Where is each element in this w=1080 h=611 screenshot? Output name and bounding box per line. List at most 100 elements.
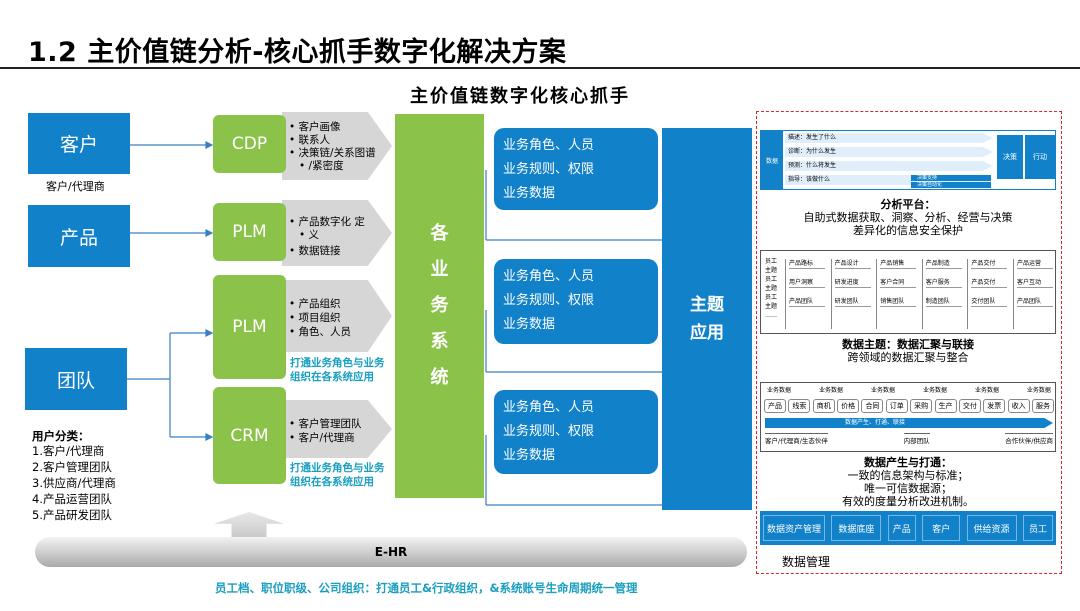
theme-grid-cell: 产品路标 [789, 259, 825, 269]
theme-grid-cell: 客户互动 [1016, 278, 1053, 288]
role-box: 业务角色、人员 业务规则、权限 业务数据 [494, 128, 658, 210]
list-item: 1.客户/代理商 [32, 444, 105, 458]
theme-grid-side: 员工 主题 员工 主题 员工 主题 …… [765, 258, 778, 319]
business-systems-box: 各 业 务 系 统 [395, 114, 484, 498]
flow-pill: 服务 [1031, 399, 1054, 413]
list-item: 3.供应商/代理商 [32, 476, 116, 490]
flow-top-label: 业务数据 [922, 387, 947, 394]
analysis-line: 差异化的信息安全保护 [853, 224, 963, 237]
footer-note: 员工档、职位职级、公司组织：打通员工&行政组织，&系统账号生命周期统一管理 [215, 581, 638, 595]
page-title: 1.2 主价值链分析-核心抓手数字化解决方案 [28, 37, 567, 68]
flow-bottom-label: 客户/代理商/生态伙伴 [765, 433, 828, 445]
role-box: 业务角色、人员 业务规则、权限 业务数据 [494, 390, 658, 474]
user-class-title: 用户分类： [32, 429, 90, 443]
theme-grid: 员工 主题 员工 主题 员工 主题 …… 产品路标用户洞察产品团队产品设计研发进… [760, 250, 1056, 334]
action-box: 行动 [1025, 135, 1055, 179]
theme-grid-cell: 产品团队 [1016, 297, 1053, 307]
plm2-box: PLM [213, 275, 286, 379]
customer-caption: 客户/代理商 [46, 180, 105, 193]
bullet-item: 客户/代理商 [289, 431, 362, 445]
dm-item: 客户 [922, 515, 961, 541]
theme-grid-cell: 产品设计 [834, 259, 871, 269]
title-divider [0, 67, 1080, 69]
theme-grid-cell: 销售团队 [880, 297, 917, 307]
flow-top-label: 业务数据 [767, 387, 792, 394]
flow-pill: 线索 [788, 399, 811, 413]
flow-top-label: 业务数据 [974, 387, 999, 394]
theme-grid-cell: 用户洞察 [789, 278, 825, 288]
theme-grid-cell: 产品交付 [971, 278, 1008, 288]
theme-grid-column: 产品运营客户互动产品团队 [1012, 259, 1053, 329]
flow-arrow: 数据产生、打通、联接 [765, 418, 1053, 428]
flow-pill: 合同 [861, 399, 884, 413]
plm2-note: 打通业务角色与业务 组织在各系统应用 [290, 357, 385, 383]
bullet-item: 联系人 [289, 134, 376, 147]
list-item: 2.客户管理团队 [32, 460, 112, 474]
bullet-item: 项目组织 [289, 311, 351, 325]
flow-top-label: 业务数据 [1026, 387, 1051, 394]
data-management-bar: 数据资产管理 数据底座 产品 客户 供给资源 员工 [760, 511, 1056, 545]
theme-grid-cell: 产品团队 [789, 297, 825, 307]
plm1-box: PLM [213, 203, 286, 261]
theme-grid-cell: 产品运营 [1016, 259, 1053, 269]
theme-grid-cols: 产品路标用户洞察产品团队产品设计研发进度研发团队产品销售客户合同销售团队产品制造… [785, 259, 1053, 329]
crm-bullets: 客户管理团队 客户/代理商 [289, 417, 362, 445]
flow-pill: 商机 [812, 399, 835, 413]
analysis-title: 分析平台： [880, 198, 936, 211]
dm-item: 员工 [1022, 515, 1053, 541]
theme-grid-cell: 产品制造 [925, 259, 962, 269]
theme-grid-cell: 制造团队 [925, 297, 962, 307]
crm-box: CRM [213, 387, 286, 484]
crm-note: 打通业务角色与业务 组织在各系统应用 [290, 462, 385, 488]
theme-grid-cell: 研发进度 [834, 278, 871, 288]
decision-box: 决策 [997, 135, 1023, 179]
plm1-bullets: 产品数字化 定 义 数据链接 [289, 216, 365, 258]
flow-pill: 交付 [958, 399, 981, 413]
data-theme-title: 数据主题：数据汇聚与联接 [842, 338, 974, 351]
theme-grid-cell: 研发团队 [834, 297, 871, 307]
data-gen-line: 一致的信息架构与标准； [847, 469, 969, 482]
flow-pill: 生产 [934, 399, 957, 413]
plm2-bullets: 产品组织 项目组织 角色、人员 [289, 297, 352, 339]
customer-box: 客户 [28, 113, 130, 174]
data-gen-title: 数据产生与打通： [864, 456, 952, 469]
theme-grid-cell: 产品交付 [971, 259, 1008, 269]
right-panel [756, 111, 1062, 574]
data-label: 数据 [761, 131, 783, 189]
team-box: 团队 [25, 348, 127, 410]
flow-top-labels: 业务数据 业务数据 业务数据 业务数据 业务数据 业务数据 [767, 385, 1051, 394]
data-management-label: 数据管理 [782, 555, 831, 569]
data-gen-line: 有效的度量分析改进机制。 [842, 495, 974, 508]
data-gen-line: 唯一可信数据源； [864, 482, 952, 495]
flow-top-label: 业务数据 [818, 387, 843, 394]
dm-item: 数据资产管理 [763, 515, 825, 541]
theme-grid-column: 产品销售客户合同销售团队 [876, 259, 917, 329]
user-class-list: 1.客户/代理商 2.客户管理团队 3.供应商/代理商 4.产品运营团队 5.产… [32, 443, 116, 523]
dm-item: 数据底座 [831, 515, 882, 541]
flow-bottom-labels: 客户/代理商/生态伙伴 内部团队 合作伙伴/供应商 [765, 433, 1053, 445]
flow-pills: 产品线索商机价格合同订单采购生产交付发票收入服务 [764, 399, 1054, 413]
theme-app-box: 主题 应用 [662, 128, 752, 510]
flow-bottom-label: 合作伙伴/供应商 [1005, 433, 1053, 445]
flow-top-label: 业务数据 [870, 387, 895, 394]
theme-grid-cell: 客户服务 [925, 278, 962, 288]
dm-item: 产品 [887, 515, 916, 541]
theme-grid-column: 产品路标用户洞察产品团队 [785, 259, 825, 329]
diagram-subtitle: 主价值链数字化核心抓手 [410, 86, 630, 107]
bullet-cont: /紧密度 [289, 160, 376, 173]
analysis-line: 自助式数据获取、洞察、分析、经营与决策 [803, 211, 1013, 224]
bullet-cont: 义 [289, 229, 365, 242]
flow-pill: 产品 [764, 399, 786, 413]
flow-pill: 发票 [983, 399, 1006, 413]
ehr-bar: E-HR [35, 537, 747, 567]
flow-pill: 收入 [1007, 399, 1030, 413]
role-box: 业务角色、人员 业务规则、权限 业务数据 [494, 259, 658, 344]
theme-grid-column: 产品设计研发进度研发团队 [830, 259, 871, 329]
bullet-item: 产品组织 [289, 297, 351, 311]
flow-bottom-label: 内部团队 [903, 433, 930, 445]
list-item: 4.产品运营团队 [32, 492, 112, 506]
bullet-item: 客户管理团队 [289, 417, 362, 431]
bullet-item: 产品数字化 定 [289, 216, 365, 229]
cdp-bullets: 客户画像 联系人 决策链/关系图谱 /紧密度 [289, 121, 376, 173]
